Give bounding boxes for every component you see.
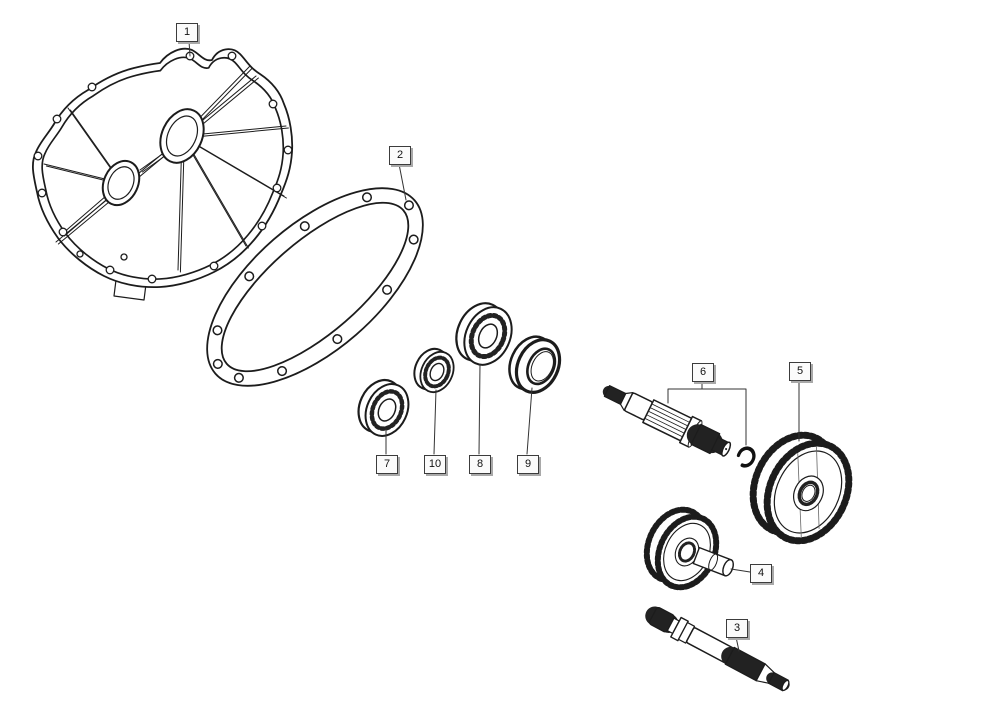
callout-5[interactable]: 5 — [789, 362, 811, 381]
circlip-drawing — [736, 446, 756, 468]
callout-2[interactable]: 2 — [389, 146, 411, 165]
leader-lines — [188, 40, 800, 652]
bearing-8-drawing — [455, 302, 513, 366]
callout-4[interactable]: 4 — [750, 564, 772, 583]
driven-shaft-drawing — [645, 606, 790, 692]
callout-7[interactable]: 7 — [376, 455, 398, 474]
oil-seal-drawing — [508, 335, 562, 394]
transmission-cover-drawing — [31, 47, 294, 301]
callout-3[interactable]: 3 — [726, 619, 748, 638]
callout-10[interactable]: 10 — [424, 455, 446, 474]
bearing-7-drawing — [357, 379, 410, 437]
callout-9[interactable]: 9 — [517, 455, 539, 474]
gear-5-drawing — [749, 431, 853, 545]
main-shaft-drawing — [602, 385, 732, 457]
callout-8[interactable]: 8 — [469, 455, 491, 474]
gear-4-drawing — [643, 506, 734, 591]
bearing-10-drawing — [413, 347, 455, 394]
gasket-drawing — [206, 187, 424, 387]
callout-1[interactable]: 1 — [176, 23, 198, 42]
callout-6[interactable]: 6 — [692, 363, 714, 382]
